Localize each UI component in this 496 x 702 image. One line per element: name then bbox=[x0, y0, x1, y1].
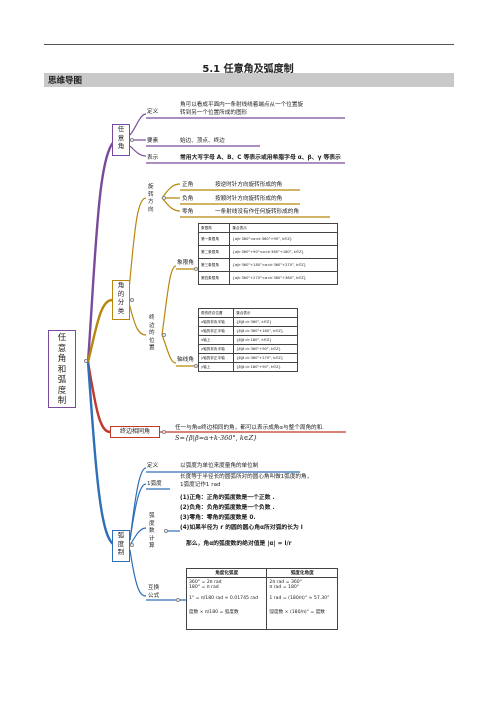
node-jiao-fen-lei[interactable]: 角 的 分 类 bbox=[112, 280, 130, 320]
root-node[interactable]: 任 意 角 和 弧 度 制 bbox=[48, 330, 76, 408]
link-zero bbox=[161, 197, 181, 212]
axis-angle-label: 轴线角 bbox=[177, 357, 194, 363]
conversion-table: 角度化弧度 弧度化角度 360° = 2π rad 180° = π rad 1… bbox=[185, 568, 338, 630]
collapse-icon-axis[interactable] bbox=[194, 364, 198, 368]
node-hu-du-zhi[interactable]: 弧 度 制 bbox=[112, 530, 130, 562]
ren-yi-jiao-notation-label: 表示 bbox=[147, 155, 159, 161]
calc-line-3: (3)零角：零角的弧度数是 0. bbox=[180, 515, 256, 521]
link-one-rad bbox=[129, 483, 147, 541]
one-rad-text-1: 长度等于半径长的圆弧所对的圆心角叫做1弧度的角， bbox=[180, 474, 313, 480]
branch-curve-zhong-bian bbox=[86, 361, 111, 434]
zhong-bian-text: 任一与角α终边相同的角，都可以表示成角α与整个周角的和. bbox=[175, 425, 324, 431]
rad-def-text: 以弧度为单位来度量角的单位制 bbox=[180, 463, 259, 469]
axis-table: 角的终边位置集合表示 x轴的非负半轴{β|β=k·360°, k∈Z} x轴的非… bbox=[197, 308, 298, 372]
branch-curve-ren-yi-jiao bbox=[86, 138, 117, 363]
quadrant-angle-label: 象限角 bbox=[177, 260, 194, 266]
page-title: 5.1 任意角及弧度制 bbox=[202, 64, 294, 75]
link-quadrant bbox=[161, 265, 177, 336]
ren-yi-jiao-elements-text: 始边、顶点、终边 bbox=[180, 138, 225, 144]
branch-curve-hu-du bbox=[86, 361, 116, 547]
collapse-icon-convert[interactable] bbox=[176, 598, 180, 602]
rad-def-label: 定义 bbox=[147, 463, 159, 469]
collapse-icon-hu-du[interactable] bbox=[130, 543, 134, 547]
collapse-icon-rotation[interactable] bbox=[162, 196, 166, 200]
negative-angle-label: 负角 bbox=[182, 196, 194, 202]
node-zhong-bian[interactable]: 终边相同角 bbox=[110, 426, 160, 438]
link-rotation bbox=[127, 197, 147, 301]
one-rad-label: 1弧度 bbox=[147, 481, 162, 487]
ren-yi-jiao-notation-text: 常用大写字母 A、B、C 等表示或用希腊字母 α、β、γ 等表示 bbox=[180, 155, 341, 161]
convert-label: 互换 公式 bbox=[148, 585, 160, 599]
header-rule bbox=[44, 44, 454, 45]
link-terminal bbox=[127, 299, 147, 336]
positive-angle-label: 正角 bbox=[182, 182, 194, 188]
link-convert bbox=[129, 549, 147, 597]
root-collapse-icon[interactable] bbox=[84, 359, 88, 363]
link-calc bbox=[129, 527, 147, 546]
collapse-icon-terminal[interactable] bbox=[162, 333, 166, 337]
calc-line-5: 那么，角α的弧度数的绝对值是 |α| = l/r bbox=[186, 541, 292, 547]
ren-yi-jiao-def-text-2: 转到另一个位置所成的图形 bbox=[180, 110, 248, 116]
ren-yi-jiao-def-label: 定义 bbox=[147, 109, 159, 115]
calc-line-4: (4)如果半径为 r 的圆的圆心角α所对弧的长为 l bbox=[180, 525, 303, 531]
ren-yi-jiao-elements-label: 要素 bbox=[147, 138, 159, 144]
calc-line-1: (1)正角：正角的弧度数是一个正数 . bbox=[180, 495, 275, 501]
ren-yi-jiao-def-text-1: 角可以看成平面内一条射线绕着端点从一个位置旋 bbox=[180, 102, 304, 108]
rotation-direction-label: 旋转 方向 bbox=[148, 184, 154, 213]
collapse-icon-quadrant[interactable] bbox=[194, 267, 198, 271]
collapse-icon-fen-lei[interactable] bbox=[130, 298, 134, 302]
collapse-icon-zhong-bian[interactable] bbox=[162, 430, 166, 434]
zero-angle-text: 一条射线没有作任何旋转形成的角 bbox=[215, 209, 299, 215]
banner-label: 思维导图 bbox=[48, 76, 83, 86]
one-rad-text-2: 1弧度记作1 rad bbox=[180, 482, 221, 488]
terminal-position-label: 终 边 的 位 置 bbox=[149, 315, 155, 351]
positive-angle-text: 按逆时针方向旋转形成的角 bbox=[215, 182, 283, 188]
quadrant-table: 象限角集合表示 第一象限角{α|k·360°<α<k·360°+90°, k∈Z… bbox=[197, 223, 338, 285]
link-rad-def bbox=[129, 467, 147, 541]
calc-label: 弧度 数计 算 bbox=[149, 513, 155, 549]
zhong-bian-formula: S={β|β=α+k·360°, k∈Z} bbox=[175, 434, 258, 442]
link-definition bbox=[129, 113, 147, 136]
zero-angle-label: 零角 bbox=[182, 209, 194, 215]
section-banner: 思维导图 bbox=[44, 73, 454, 87]
collapse-icon-ren-yi-jiao[interactable] bbox=[130, 138, 134, 142]
link-notation bbox=[129, 145, 147, 157]
collapse-icon-calc[interactable] bbox=[164, 529, 168, 533]
node-ren-yi-jiao[interactable]: 任 意 角 bbox=[112, 124, 130, 156]
calc-line-2: (2)负角：负角的弧度数是一个负数 . bbox=[180, 505, 275, 511]
branch-curve-fen-lei bbox=[86, 298, 113, 363]
negative-angle-text: 按顺时针方向旋转形成的角 bbox=[215, 196, 283, 202]
link-axis bbox=[161, 334, 177, 364]
